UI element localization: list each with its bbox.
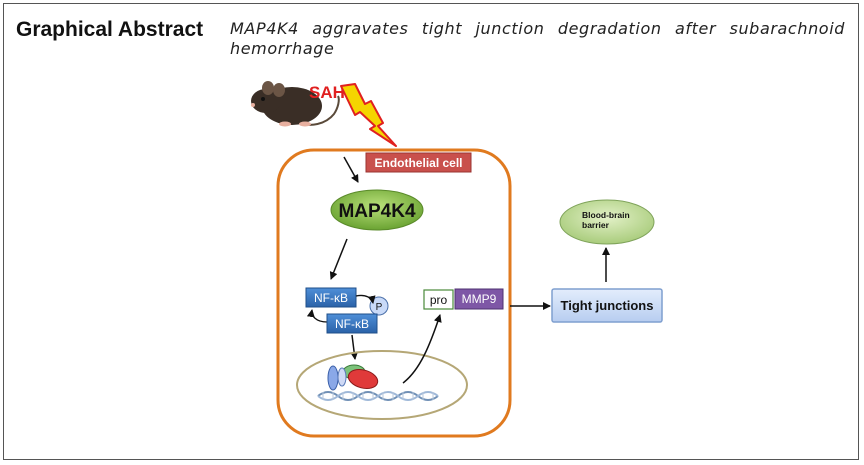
arrow-phosphorylation bbox=[355, 294, 376, 304]
abstract-title-line2: hemorrhage bbox=[230, 39, 335, 58]
map4k4-node bbox=[330, 189, 424, 231]
bbb-label-line1: Blood-brain bbox=[582, 210, 630, 220]
mouse-icon bbox=[251, 81, 340, 127]
arrow-map4k4-to-nfkb bbox=[329, 238, 348, 280]
tight-junctions-box bbox=[551, 288, 663, 323]
phospho-label: P bbox=[376, 302, 383, 313]
arrow-nfkb-cycle bbox=[306, 309, 328, 323]
abstract-title-line1: MAP4K4 aggravates tight junction degrada… bbox=[230, 19, 845, 38]
arrow-nucleus-to-mmp9 bbox=[402, 314, 442, 384]
figure-frame bbox=[3, 3, 859, 460]
transcription-complex-icon bbox=[327, 364, 379, 391]
endothelial-cell-label: Endothelial cell bbox=[374, 156, 462, 170]
graphical-abstract-heading: Graphical Abstract bbox=[16, 18, 204, 41]
endothelial-cell-boundary bbox=[276, 148, 512, 438]
nfkb-top-label: NF-κB bbox=[314, 291, 348, 305]
arrow-nfkb-to-nucleus bbox=[350, 334, 359, 360]
mmp9-label: MMP9 bbox=[462, 292, 497, 306]
mmp9-box bbox=[454, 288, 504, 310]
nfkb-bottom-box bbox=[326, 313, 378, 334]
nfkb-top-box bbox=[305, 287, 357, 308]
map4k4-label: MAP4K4 bbox=[338, 201, 416, 222]
pro-label: pro bbox=[430, 293, 448, 307]
nucleus bbox=[296, 350, 468, 420]
sah-label: SAH bbox=[309, 83, 345, 102]
nfkb-bottom-label: NF-κB bbox=[335, 317, 369, 331]
lightning-bolt-icon bbox=[340, 83, 397, 147]
blood-brain-barrier-node bbox=[559, 199, 655, 245]
dna-helix-icon bbox=[317, 391, 439, 401]
abstract-title: MAP4K4 aggravates tight junction degrada… bbox=[230, 19, 845, 59]
arrow-sah-to-map4k4 bbox=[343, 156, 359, 183]
pro-domain-box bbox=[423, 289, 454, 310]
tight-junctions-label: Tight junctions bbox=[561, 298, 654, 313]
bbb-label-line2: barrier bbox=[582, 220, 610, 230]
endothelial-cell-badge bbox=[365, 152, 472, 173]
